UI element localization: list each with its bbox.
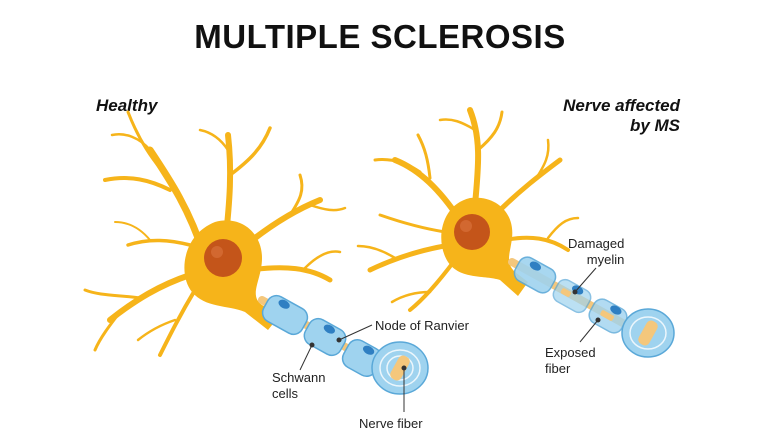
callout-damaged-myelin: Damaged myelin (568, 236, 624, 268)
callout-nerve-fiber: Nerve fiber (359, 416, 423, 431)
schwann-cells-line2: cells (272, 386, 299, 401)
damaged-myelin-line1: Damaged (568, 236, 625, 251)
exposed-fiber-line2: fiber (545, 361, 571, 376)
healthy-axon (258, 294, 429, 395)
healthy-myelin-segment-2 (303, 317, 347, 357)
healthy-leader-lines (299, 324, 407, 412)
affected-neuron (356, 107, 675, 358)
affected-axon-cross-section (621, 308, 675, 358)
schwann-cells-line1: Schwann (272, 370, 326, 385)
affected-label-line2: by MS (629, 116, 680, 135)
affected-leader-lines (572, 267, 601, 343)
healthy-dendrites (83, 110, 347, 357)
affected-label-line1: Nerve affected (563, 96, 680, 115)
affected-myelin-segment-1 (513, 256, 557, 294)
affected-nucleus (454, 214, 490, 250)
healthy-myelin-segment-1 (261, 294, 309, 336)
healthy-neuron (83, 110, 429, 412)
affected-myelin-segment-2 (552, 278, 592, 314)
affected-myelin-segment-3 (588, 298, 628, 334)
callout-exposed-fiber: Exposed fiber (545, 345, 596, 377)
callout-node-of-ranvier: Node of Ranvier (375, 318, 469, 333)
affected-axon (508, 256, 675, 358)
callout-schwann-cells: Schwann cells (272, 370, 325, 402)
healthy-axon-cross-section (371, 341, 429, 395)
affected-panel-label: Nerve affected by MS (548, 96, 680, 136)
healthy-nucleus (204, 239, 242, 277)
affected-soma (441, 197, 528, 296)
exposed-fiber-line1: Exposed (545, 345, 596, 360)
healthy-panel-label: Healthy (96, 96, 158, 115)
damaged-myelin-line2: myelin (586, 252, 625, 267)
page-title: MULTIPLE SCLEROSIS (194, 18, 566, 55)
